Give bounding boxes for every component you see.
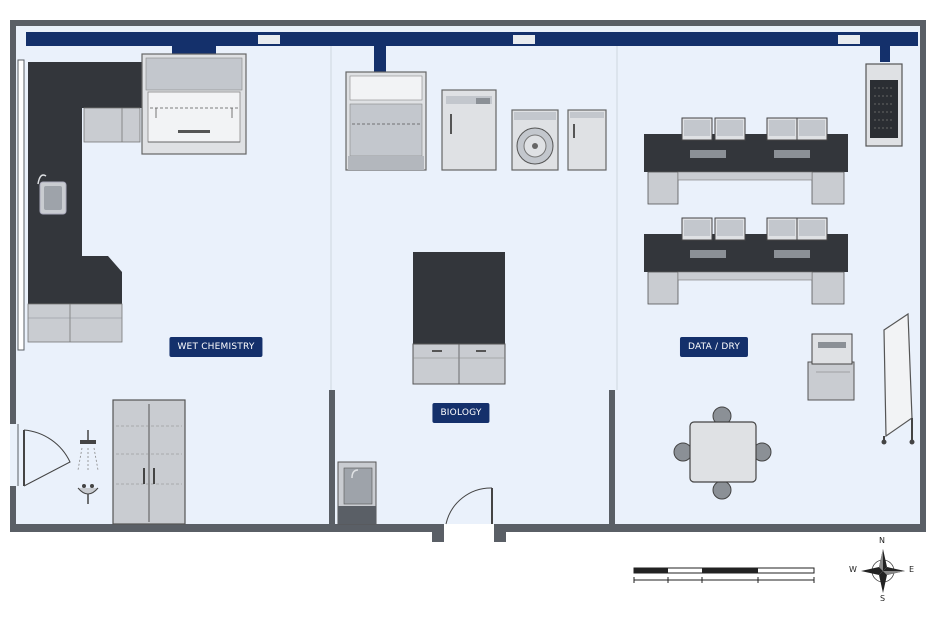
server-duct (880, 44, 890, 62)
compass-east-label: E (909, 565, 915, 574)
eyewash-icon (77, 484, 99, 504)
fume-hood-duct (172, 44, 216, 54)
compass-rose-icon (861, 549, 905, 593)
main-door-opening (444, 524, 494, 532)
left-door-opening (10, 424, 24, 486)
island-bench-top (413, 252, 505, 344)
rail-outlet (838, 35, 860, 44)
whiteboard-icon (881, 312, 915, 445)
compass-west-label: W (849, 565, 857, 574)
wet-lab-counter (28, 62, 142, 306)
left-door-swing[interactable] (23, 429, 71, 487)
left-wall-window (17, 59, 25, 351)
partition-wall-lower-left (329, 390, 335, 524)
bsc-duct (374, 44, 386, 72)
counter-lower-cabinet (27, 303, 123, 343)
meeting-table (673, 406, 772, 500)
printer-icon (811, 333, 853, 365)
rail-outlet (258, 35, 280, 44)
emergency-shower-icon (77, 430, 99, 471)
main-door-swing[interactable] (445, 487, 493, 525)
computer-monitor-icon (681, 217, 828, 258)
ceiling-utility-rail (26, 32, 918, 46)
compass-south-label: S (880, 594, 886, 603)
printer-cabinet (807, 361, 855, 401)
compass-north-label: N (879, 536, 885, 545)
partition-wall-lower-right (609, 390, 615, 524)
rail-outlet (513, 35, 535, 44)
zone-label-data-dry: DATA / DRY (679, 337, 749, 357)
scale-bar-icon (633, 567, 815, 583)
undercounter-freezer (567, 109, 607, 171)
counter-cabinet (83, 107, 141, 143)
computer-monitor-icon (681, 117, 828, 158)
zone-label-biology: BIOLOGY (432, 403, 490, 423)
zone-label-wet-chemistry: WET CHEMISTRY (169, 337, 263, 357)
